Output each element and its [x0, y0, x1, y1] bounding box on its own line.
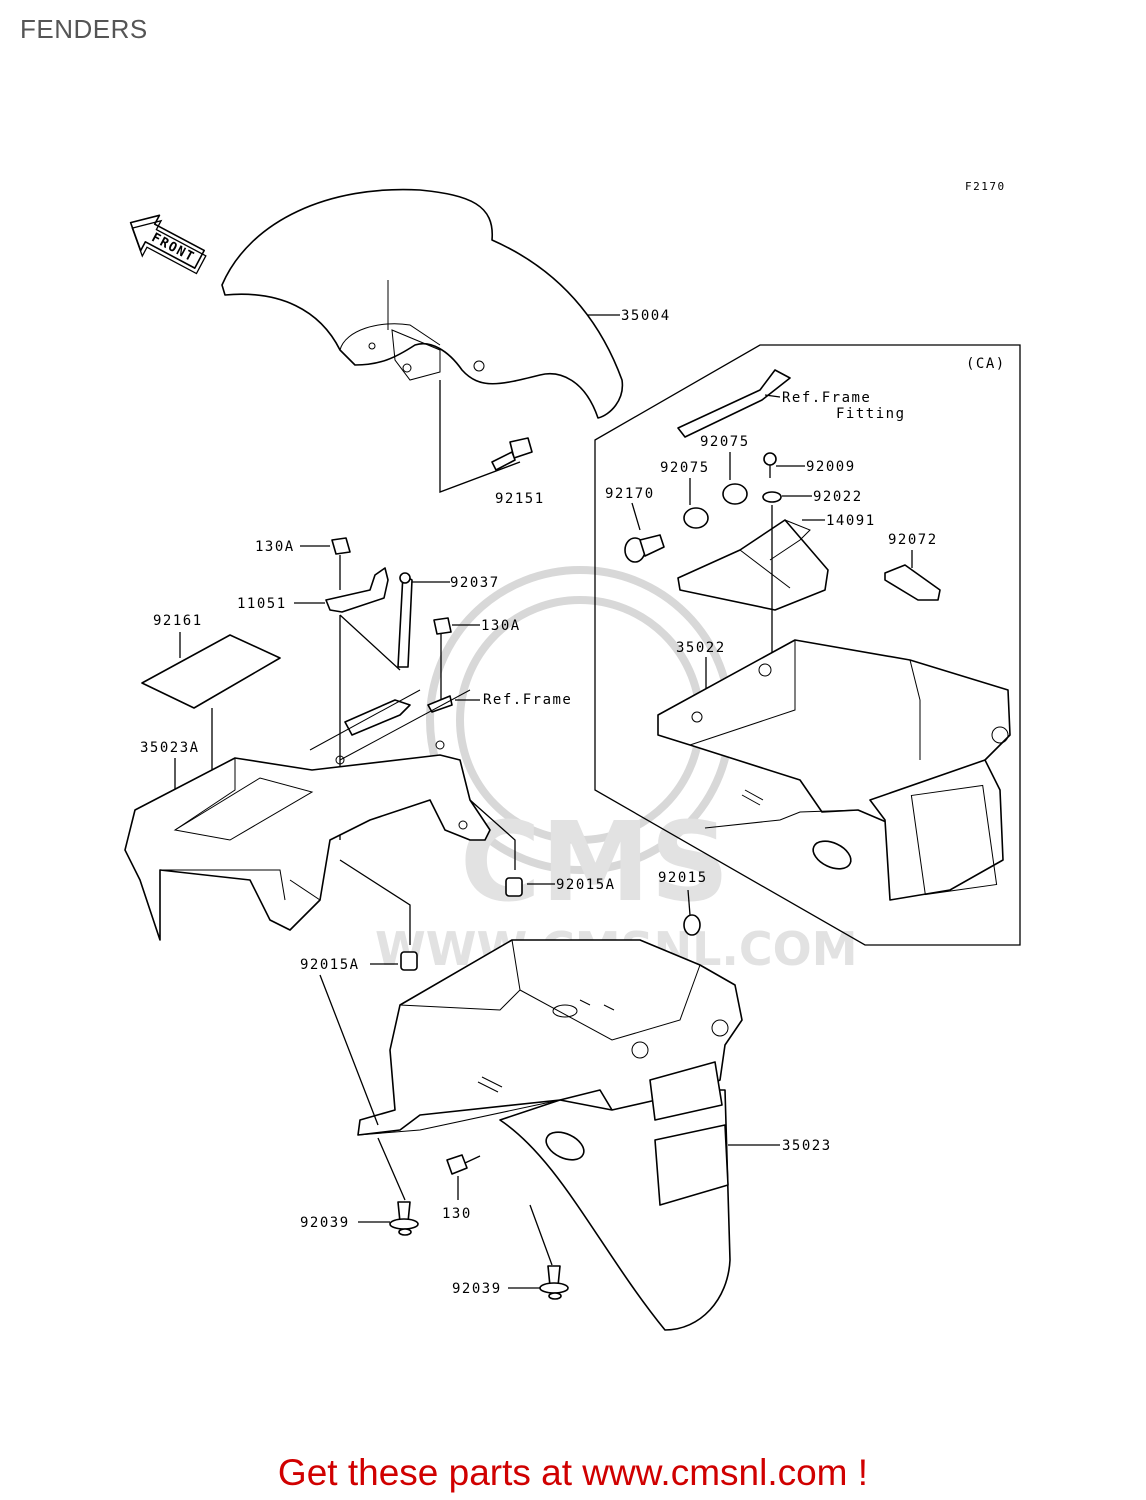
label-14091: 14091: [826, 513, 876, 529]
washer-92022: [762, 491, 782, 503]
screw-92039-1: [389, 1201, 419, 1236]
holder-92072: [884, 564, 941, 601]
grommet-92015: [683, 914, 701, 936]
label-92151: 92151: [495, 491, 545, 507]
label-ref-frame-fitting-2: Fitting: [836, 406, 906, 422]
label-92039-2: 92039: [452, 1281, 502, 1297]
sheet-92161: [141, 634, 281, 709]
clamp-92170: [624, 534, 665, 563]
bolt-130a-2: [433, 617, 452, 700]
label-92022: 92022: [813, 489, 863, 505]
rod-92037: [397, 572, 413, 668]
rear-fender-35022: [657, 639, 1011, 901]
screw-92039-2: [539, 1265, 569, 1300]
label-92009: 92009: [806, 459, 856, 475]
grommet-92015a-2: [400, 951, 418, 971]
grommet-92075-a: [683, 507, 709, 529]
footer-promo: Get these parts at www.cmsnl.com !: [277, 1452, 869, 1493]
label-35023a: 35023A: [140, 740, 200, 756]
label-ref-frame-fitting-1: Ref.Frame: [782, 390, 871, 406]
label-92015a-2: 92015A: [300, 957, 360, 973]
bracket-14091: [677, 519, 829, 611]
diagram-code: F2170: [965, 180, 1006, 193]
label-92037: 92037: [450, 575, 500, 591]
label-130a-1: 130A: [255, 539, 295, 555]
rear-fender-35023: [357, 939, 743, 1331]
watermark-logo: CMS: [460, 798, 729, 926]
ca-variant-label: (CA): [966, 356, 1006, 372]
label-92039-1: 92039: [300, 1215, 350, 1231]
label-130a-2: 130A: [481, 618, 521, 634]
label-92075-b: 92075: [700, 434, 750, 450]
label-92170: 92170: [605, 486, 655, 502]
front-fender-35004: [221, 188, 624, 419]
grommet-92015a-1: [505, 877, 523, 897]
label-35004: 35004: [621, 308, 671, 324]
bracket-11051: [325, 567, 389, 613]
ref-frame-fitting-bar: [677, 369, 791, 438]
label-35023: 35023: [782, 1138, 832, 1154]
label-92075-a: 92075: [660, 460, 710, 476]
front-arrow: FRONT: [129, 214, 207, 275]
page-title: FENDERS: [20, 14, 148, 44]
label-35022: 35022: [676, 640, 726, 656]
bolt-130a-1: [331, 537, 351, 590]
label-11051: 11051: [237, 596, 287, 612]
inner-fender-35023a: [124, 740, 491, 941]
label-92015a-1: 92015A: [556, 877, 616, 893]
ref-frame-bracket: [344, 695, 453, 736]
label-92161: 92161: [153, 613, 203, 629]
label-130: 130: [442, 1206, 472, 1222]
leader-92151: [439, 380, 521, 493]
label-92015: 92015: [658, 870, 708, 886]
ca-variant-frame: [594, 344, 1021, 946]
bolt-130: [446, 1154, 481, 1175]
label-92072: 92072: [888, 532, 938, 548]
label-ref-frame: Ref.Frame: [483, 692, 572, 708]
bolt-92151: [491, 437, 533, 471]
screw-92009: [763, 452, 777, 478]
grommet-92075-b: [722, 483, 748, 505]
parts-diagram: CMS WWW.CMSNL.COM (CA) F2170 FRONT 35004…: [124, 180, 1021, 1331]
